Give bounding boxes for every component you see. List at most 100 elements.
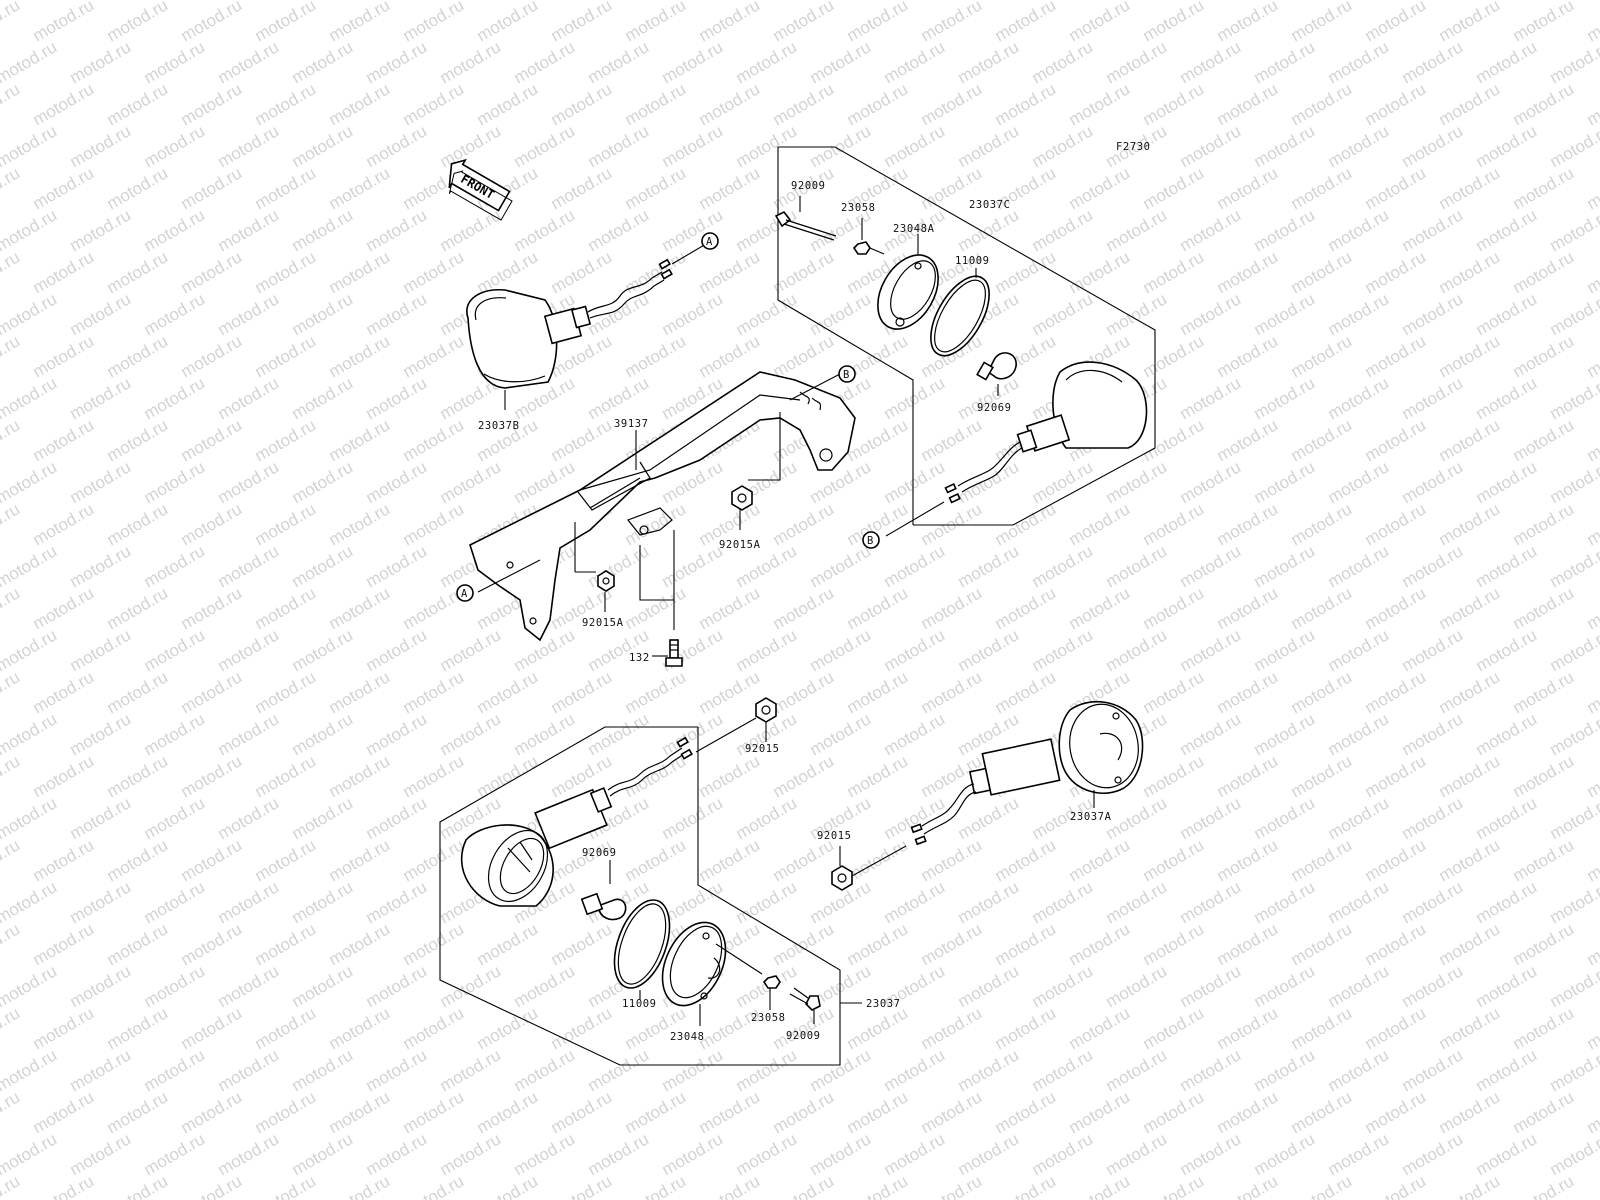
watermark-text: motod.ru bbox=[1251, 1129, 1319, 1179]
watermark-text: motod.ru bbox=[437, 205, 505, 255]
watermark-text: motod.ru bbox=[585, 37, 653, 87]
assembly-frame-lower-left bbox=[439, 726, 841, 1066]
ref-a-top: A bbox=[701, 232, 719, 250]
watermark-text: motod.ru bbox=[0, 205, 60, 255]
watermark-text: motod.ru bbox=[363, 1129, 431, 1179]
watermark-text: motod.ru bbox=[696, 1171, 764, 1200]
watermark-text: motod.ru bbox=[1177, 625, 1245, 675]
watermark-text: motod.ru bbox=[0, 835, 23, 885]
watermark-text: motod.ru bbox=[1103, 1045, 1171, 1095]
watermark-text: motod.ru bbox=[30, 667, 98, 717]
watermark-text: motod.ru bbox=[1584, 1003, 1600, 1053]
watermark-text: motod.ru bbox=[955, 121, 1023, 171]
watermark-text: motod.ru bbox=[474, 79, 542, 129]
watermark-text: motod.ru bbox=[1288, 583, 1356, 633]
watermark-text: motod.ru bbox=[400, 499, 468, 549]
watermark-text: motod.ru bbox=[1436, 835, 1504, 885]
watermark-text: motod.ru bbox=[844, 751, 912, 801]
watermark-text: motod.ru bbox=[1214, 247, 1282, 297]
watermark-text: motod.ru bbox=[659, 793, 727, 843]
watermark-text: motod.ru bbox=[252, 919, 320, 969]
watermark-text: motod.ru bbox=[1214, 79, 1282, 129]
label-23037c: 23037C bbox=[969, 199, 1011, 211]
watermark-text: motod.ru bbox=[1103, 457, 1171, 507]
watermark-text: motod.ru bbox=[1251, 121, 1319, 171]
watermark-text: motod.ru bbox=[437, 457, 505, 507]
watermark-text: motod.ru bbox=[1436, 667, 1504, 717]
bulb-92069-top-drawing bbox=[976, 352, 1017, 396]
watermark-text: motod.ru bbox=[1288, 79, 1356, 129]
watermark-text: motod.ru bbox=[1140, 1171, 1208, 1200]
watermark-text: motod.ru bbox=[696, 79, 764, 129]
watermark-text: motod.ru bbox=[622, 751, 690, 801]
watermark-text: motod.ru bbox=[363, 1045, 431, 1095]
watermark-text: motod.ru bbox=[400, 1003, 468, 1053]
watermark-text: motod.ru bbox=[918, 79, 986, 129]
watermark-text: motod.ru bbox=[0, 289, 60, 339]
watermark-text: motod.ru bbox=[1510, 163, 1578, 213]
watermark-text: motod.ru bbox=[1584, 919, 1600, 969]
watermark-text: motod.ru bbox=[1214, 1003, 1282, 1053]
watermark-text: motod.ru bbox=[1510, 583, 1578, 633]
watermark-text: motod.ru bbox=[67, 625, 135, 675]
watermark-text: motod.ru bbox=[918, 1171, 986, 1200]
watermark-text: motod.ru bbox=[1547, 793, 1600, 843]
front-arrow-icon: FRONT bbox=[448, 158, 513, 221]
watermark-text: motod.ru bbox=[1140, 1087, 1208, 1137]
watermark-text: motod.ru bbox=[1547, 205, 1600, 255]
watermark-text: motod.ru bbox=[1436, 1171, 1504, 1200]
watermark-text: motod.ru bbox=[0, 793, 60, 843]
watermark-text: motod.ru bbox=[141, 121, 209, 171]
watermark-text: motod.ru bbox=[918, 835, 986, 885]
watermark-text: motod.ru bbox=[1473, 877, 1541, 927]
watermark-text: motod.ru bbox=[844, 919, 912, 969]
watermark-text: motod.ru bbox=[1399, 457, 1467, 507]
watermark-text: motod.ru bbox=[807, 541, 875, 591]
watermark-text: motod.ru bbox=[733, 289, 801, 339]
watermark-text: motod.ru bbox=[1214, 163, 1282, 213]
watermark-text: motod.ru bbox=[807, 37, 875, 87]
watermark-text: motod.ru bbox=[1029, 877, 1097, 927]
watermark-text: motod.ru bbox=[548, 247, 616, 297]
watermark-text: motod.ru bbox=[1288, 667, 1356, 717]
label-92015a-right: 92015A bbox=[719, 539, 761, 551]
watermark-text: motod.ru bbox=[437, 1129, 505, 1179]
watermark-text: motod.ru bbox=[67, 121, 135, 171]
watermark-text: motod.ru bbox=[1177, 793, 1245, 843]
watermark-text: motod.ru bbox=[1547, 541, 1600, 591]
watermark-text: motod.ru bbox=[1140, 331, 1208, 381]
watermark-text: motod.ru bbox=[770, 331, 838, 381]
watermark-text: motod.ru bbox=[1510, 0, 1578, 45]
watermark-text: motod.ru bbox=[178, 583, 246, 633]
watermark-text: motod.ru bbox=[1214, 1171, 1282, 1200]
watermark-text: motod.ru bbox=[252, 1087, 320, 1137]
watermark-text: motod.ru bbox=[400, 415, 468, 465]
watermark-text: motod.ru bbox=[1288, 1171, 1356, 1200]
watermark-text: motod.ru bbox=[104, 583, 172, 633]
watermark-text: motod.ru bbox=[1399, 709, 1467, 759]
watermark-text: motod.ru bbox=[252, 163, 320, 213]
watermark-text: motod.ru bbox=[992, 835, 1060, 885]
watermark-text: motod.ru bbox=[30, 751, 98, 801]
watermark-text: motod.ru bbox=[0, 373, 60, 423]
watermark-text: motod.ru bbox=[1140, 919, 1208, 969]
watermark-text: motod.ru bbox=[67, 541, 135, 591]
watermark-text: motod.ru bbox=[1584, 331, 1600, 381]
watermark-text: motod.ru bbox=[0, 709, 60, 759]
watermark-text: motod.ru bbox=[1029, 457, 1097, 507]
watermark-text: motod.ru bbox=[1473, 121, 1541, 171]
watermark-text: motod.ru bbox=[141, 1129, 209, 1179]
watermark-text: motod.ru bbox=[474, 1087, 542, 1137]
watermark-text: motod.ru bbox=[548, 79, 616, 129]
watermark-text: motod.ru bbox=[1140, 667, 1208, 717]
watermark-text: motod.ru bbox=[1362, 1171, 1430, 1200]
label-23048: 23048 bbox=[670, 1031, 705, 1043]
watermark-text: motod.ru bbox=[141, 373, 209, 423]
watermark-text: motod.ru bbox=[1140, 163, 1208, 213]
watermark-text: motod.ru bbox=[104, 499, 172, 549]
watermark-text: motod.ru bbox=[1177, 1045, 1245, 1095]
watermark-text: motod.ru bbox=[1473, 205, 1541, 255]
watermark-text: motod.ru bbox=[548, 0, 616, 45]
watermark-text: motod.ru bbox=[992, 247, 1060, 297]
watermark-text: motod.ru bbox=[437, 37, 505, 87]
